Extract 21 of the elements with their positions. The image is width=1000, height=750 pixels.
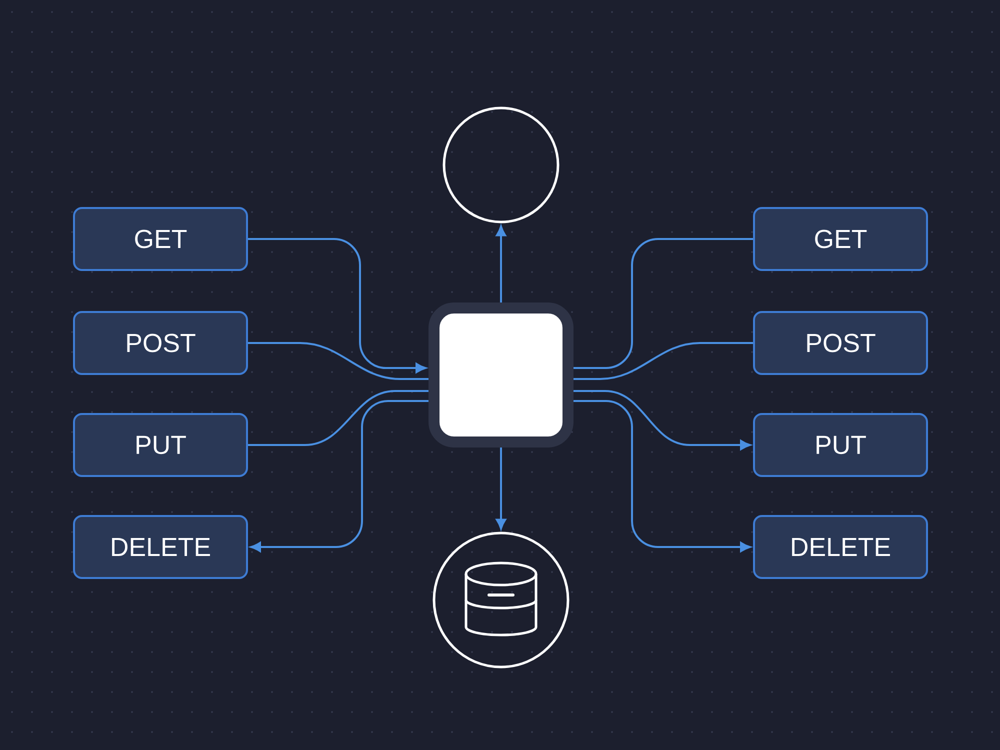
rounded-tile — [428, 302, 574, 448]
arrow — [250, 400, 428, 552]
connector-line — [574, 342, 753, 380]
arrow — [574, 390, 751, 450]
connector-line — [574, 238, 753, 369]
circle-node — [432, 532, 570, 668]
method-box: GET — [73, 207, 248, 271]
arrow — [248, 238, 426, 374]
method-box: DELETE — [73, 515, 248, 579]
method-box: POST — [73, 311, 248, 375]
method-box: DELETE — [753, 515, 928, 579]
circle-node — [442, 106, 560, 224]
method-box: POST — [753, 311, 928, 375]
method-box: PUT — [73, 413, 248, 477]
method-box: PUT — [753, 413, 928, 477]
method-box: GET — [753, 207, 928, 271]
arrow — [496, 226, 506, 302]
arrow — [574, 400, 751, 552]
connector-line — [248, 342, 428, 380]
connector-line — [248, 390, 428, 446]
arrow — [496, 448, 506, 530]
